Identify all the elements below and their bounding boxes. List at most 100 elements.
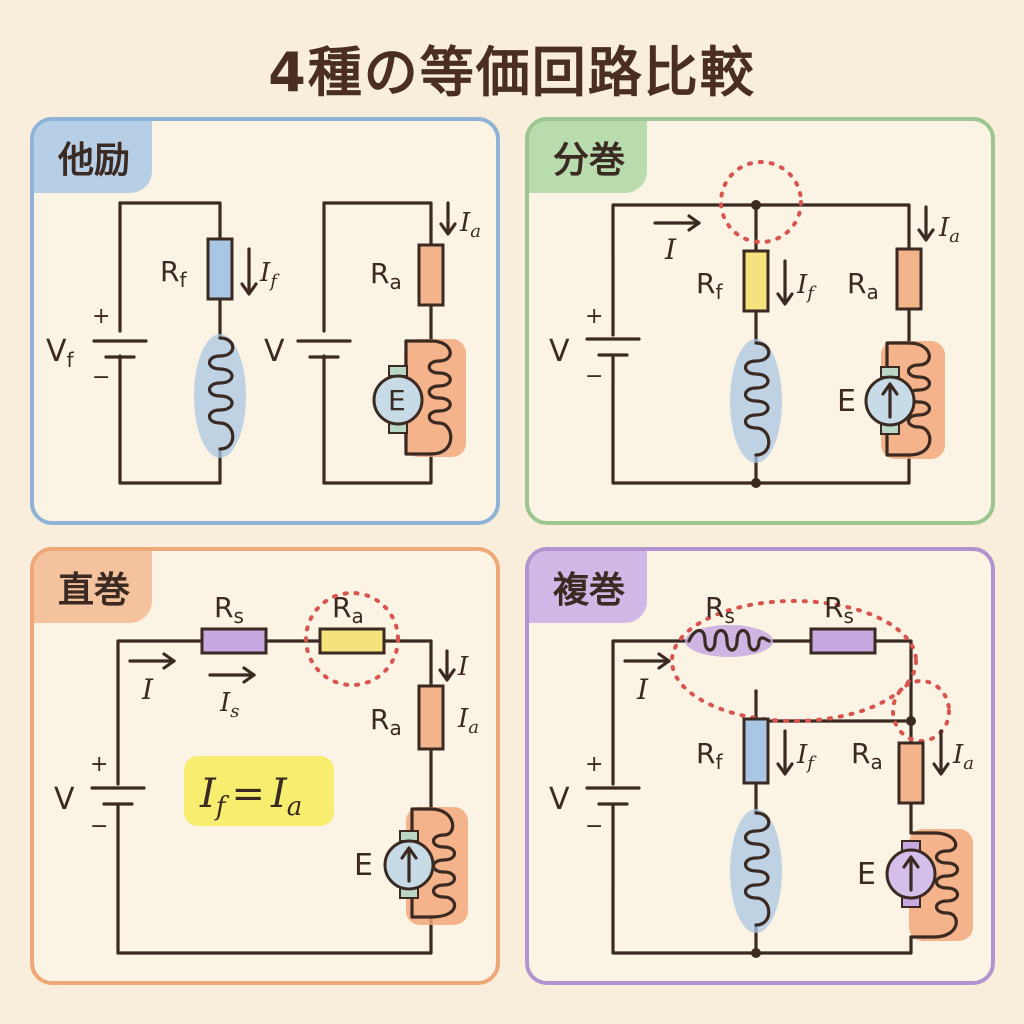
emf-label: E — [388, 384, 406, 417]
panel-compound: 複巻 — [525, 547, 995, 985]
series-current-arrow — [208, 666, 256, 684]
source-voltage-label: V — [54, 782, 75, 817]
minus-sign: − — [90, 814, 108, 839]
battery — [585, 337, 641, 357]
plus-sign: + — [92, 304, 110, 329]
armature-loop-wire — [322, 201, 433, 485]
panel-tag: 複巻 — [529, 551, 648, 623]
junction-bottom — [751, 478, 761, 488]
field-current-arrow — [776, 729, 794, 776]
line-current-arrow — [623, 652, 671, 670]
series-resistor — [200, 627, 268, 655]
field-coil-icon — [743, 811, 771, 927]
field-resistor-label: Rf — [696, 737, 723, 774]
armature-coil-icon — [909, 831, 960, 939]
series-circuit: Rs Ra I Is I Ra Ia + − V If=Ia — [54, 591, 479, 955]
highlight-ring — [304, 591, 400, 687]
series-resistor-label: Rs — [214, 591, 244, 628]
panel-separately-excited: 他励 + − Vf Rf If — [30, 117, 500, 525]
series-coil-icon — [687, 628, 771, 652]
minus-sign: − — [585, 814, 603, 839]
junction-right — [906, 716, 916, 726]
series-resistor-label: Rs — [824, 591, 854, 628]
panel-series: 直巻 Rs Ra I Is I Ra Ia — [30, 547, 500, 985]
equation: If=Ia — [199, 771, 302, 822]
field-resistor — [206, 237, 234, 301]
field-resistor-label: Rf — [160, 255, 187, 292]
compound-circuit: Rs Rs I + − V Rf If Ra Ia — [549, 591, 974, 958]
separately-excited-circuit: + − Vf Rf If V Ia Ra — [46, 201, 481, 485]
down-current-label: I — [457, 652, 469, 682]
armature-current-label: Ia — [457, 704, 479, 738]
armature-highlight — [406, 807, 468, 925]
page-title: 4種の等価回路比較 — [268, 41, 756, 104]
line-current-arrow — [128, 652, 176, 670]
field-current-arrow — [240, 247, 258, 296]
armature-current-arrow — [932, 729, 950, 776]
emf-label: E — [354, 848, 373, 883]
field-loop-wire — [118, 201, 222, 485]
armature-resistor — [417, 684, 445, 751]
plus-sign: + — [585, 304, 603, 329]
armature-current-arrow — [917, 205, 935, 242]
highlight-ring-large — [670, 599, 918, 723]
panel-tag: 分巻 — [529, 121, 648, 193]
field-current-label: If — [796, 270, 817, 304]
shunt-circuit: + − V I Rf If Ia Ra E — [549, 160, 960, 488]
panel-tag: 直巻 — [34, 551, 153, 623]
highlighted-resistor-label: Ra — [332, 591, 364, 628]
emf-up-arrow — [881, 382, 899, 419]
line-current-label: I — [636, 673, 649, 706]
series-current-label: Is — [219, 688, 240, 722]
emf-up-arrow — [902, 855, 920, 892]
highlighted-resistor — [318, 627, 386, 655]
down-current-arrow — [438, 649, 456, 682]
armature-current-label: Ia — [952, 740, 974, 774]
line-current-label: I — [141, 673, 154, 706]
armature-resistor-label: Ra — [847, 267, 879, 304]
source-voltage-label: V — [549, 334, 570, 369]
line-current-arrow — [653, 214, 701, 232]
battery — [90, 786, 146, 806]
source-voltage-label: V — [549, 782, 570, 817]
field-current-label: If — [259, 258, 280, 292]
armature-current-arrow — [439, 201, 457, 236]
armature-voltage-label: V — [264, 334, 285, 369]
armature-coil-icon — [427, 339, 453, 456]
armature-resistor — [417, 243, 445, 307]
field-coil-icon — [207, 336, 235, 451]
armature-current-label: Ia — [459, 208, 481, 242]
armature-resistor — [897, 741, 925, 805]
panel-shunt: 分巻 + − V I Rf If — [525, 117, 995, 525]
armature-emf-icon — [372, 374, 424, 426]
field-voltage-label: Vf — [46, 334, 75, 372]
battery — [585, 786, 641, 806]
field-resistor — [742, 249, 770, 313]
armature-current-label: Ia — [938, 213, 960, 247]
emf-label: E — [857, 857, 876, 892]
field-coil-icon — [743, 341, 771, 457]
equation-highlight — [184, 756, 334, 826]
line-current-label: I — [664, 233, 677, 266]
field-resistor-label: Rf — [696, 267, 723, 304]
minus-sign: − — [92, 365, 110, 390]
armature-resistor-label: Ra — [370, 703, 402, 740]
minus-sign: − — [585, 364, 603, 389]
field-resistor — [742, 717, 770, 785]
junction-bottom — [751, 948, 761, 958]
field-current-arrow — [776, 259, 794, 306]
series-coil-label: Rs — [705, 591, 735, 628]
highlight-ring-small — [891, 679, 951, 743]
field-current-label: If — [796, 740, 817, 774]
plus-sign: + — [90, 752, 108, 777]
armature-resistor — [895, 247, 923, 311]
series-resistor — [809, 627, 877, 655]
emf-up-arrow — [400, 846, 418, 883]
highlight-ring — [719, 160, 803, 244]
armature-resistor-label: Ra — [851, 737, 883, 774]
armature-resistor-label: Ra — [370, 257, 402, 294]
panel-tag: 他励 — [34, 121, 153, 193]
plus-sign: + — [585, 752, 603, 777]
junction-top — [751, 200, 761, 210]
emf-label: E — [837, 384, 856, 419]
